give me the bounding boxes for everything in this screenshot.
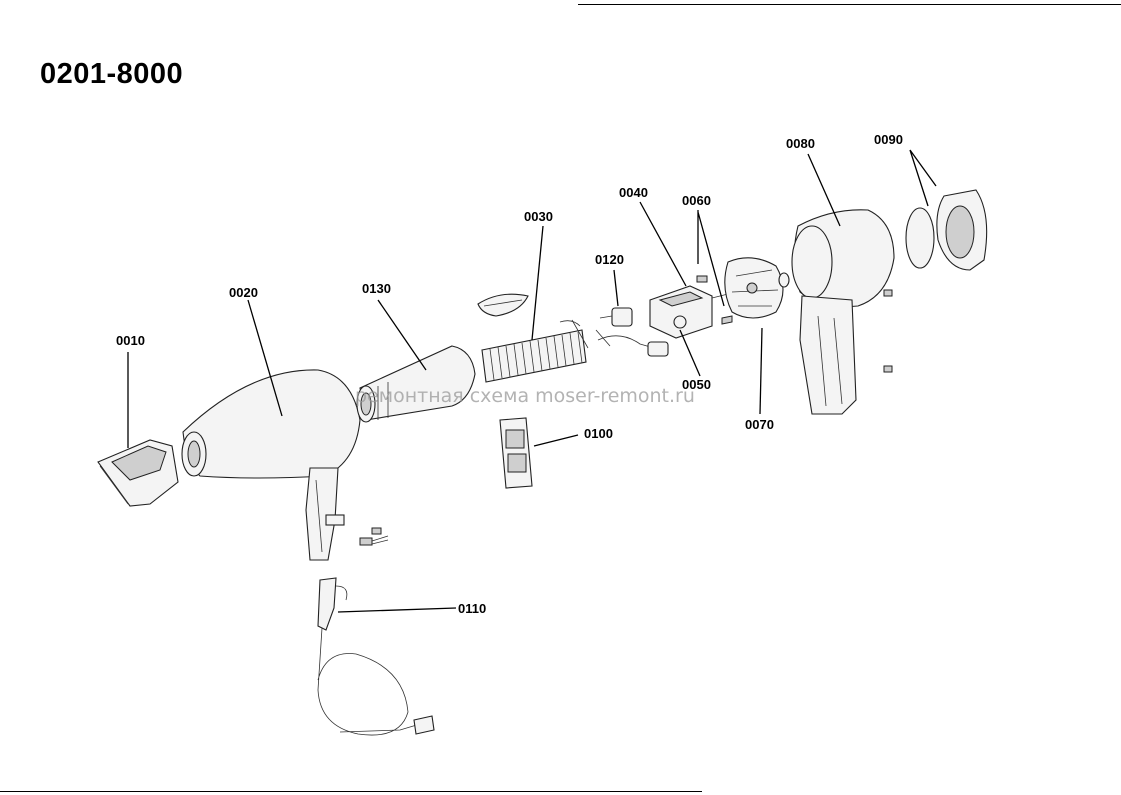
power-cord-part [317,577,435,736]
watermark-text: ремонтная схема moser-remont.ru [355,385,695,407]
label-0130: 0130 [362,281,391,296]
motor-part [649,285,729,339]
label-0040: 0040 [619,185,648,200]
nozzle-part [97,439,179,507]
housing-part [181,369,361,561]
label-0030: 0030 [524,209,553,224]
label-0010: 0010 [116,333,145,348]
top-rule [578,4,1121,5]
heating-element-part [481,319,589,383]
label-0020: 0020 [229,285,258,300]
heater-sleeve-part [356,345,476,423]
connector-part [595,307,669,357]
switch-part [499,417,533,489]
label-0070: 0070 [745,417,774,432]
filter-cap-part [905,189,988,271]
fan-part [724,257,790,319]
thermostat-part [477,293,529,317]
model-number-title: 0201-8000 [40,58,184,90]
label-0090: 0090 [874,132,903,147]
part-labels: 0010 0020 0130 0030 0120 0040 0060 0050 … [116,132,903,616]
label-0110: 0110 [458,601,486,616]
label-0080: 0080 [786,136,815,151]
handle-screws [359,527,389,546]
label-0060: 0060 [682,193,711,208]
motor-screws [696,275,733,325]
rear-housing-part [791,209,895,415]
label-0100: 0100 [584,426,613,441]
leader-lines [127,149,937,613]
label-0120: 0120 [595,252,624,267]
bottom-rule [0,791,702,792]
label-0050: 0050 [682,377,711,392]
